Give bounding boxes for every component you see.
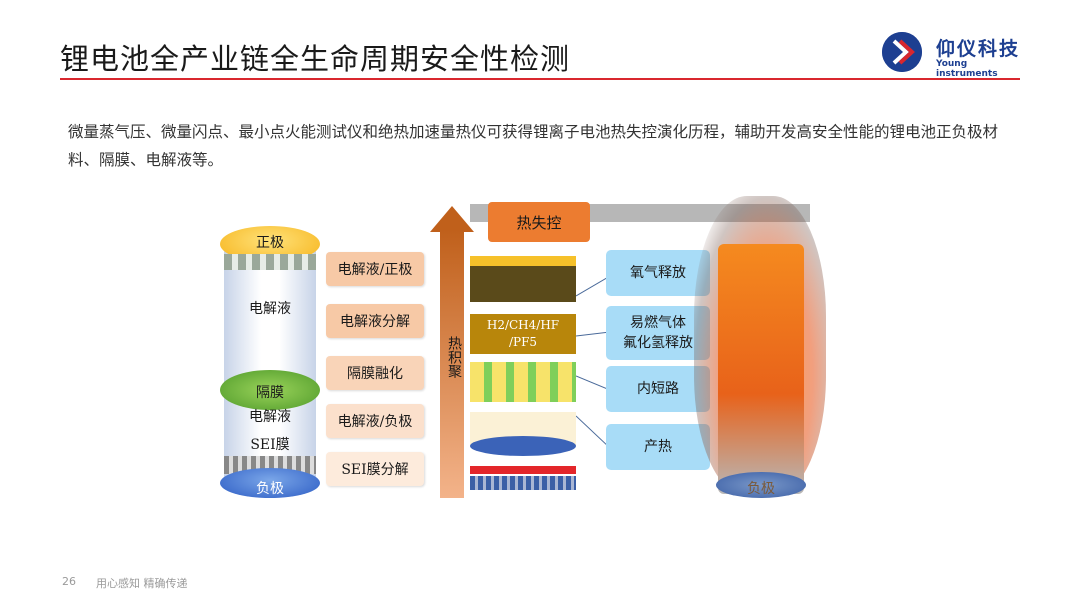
chem-formula-line2: /PF5 xyxy=(508,335,538,349)
page-number: 26 xyxy=(62,575,76,588)
burning-battery: 负极 xyxy=(694,196,826,514)
positive-electrode-teeth xyxy=(224,254,316,270)
result-flammable-gas-hf: 易燃气体 氟化氢释放 xyxy=(606,306,710,360)
stage-electrolyte-decomposition: 电解液分解 xyxy=(326,304,424,338)
negative-cap xyxy=(220,468,320,498)
label-positive: 正极 xyxy=(256,235,284,251)
stage-separator-melting: 隔膜融化 xyxy=(326,356,424,390)
separator-disc xyxy=(220,370,320,410)
fire-cylinder xyxy=(718,244,804,494)
label-separator: 隔膜 xyxy=(256,385,284,401)
layer-positive-electrode xyxy=(470,256,576,302)
result-internal-short: 内短路 xyxy=(606,366,710,412)
logo-chinese-name: 仰仪科技 xyxy=(936,38,1021,60)
fire-label-negative: 负极 xyxy=(747,481,775,497)
result-heat-generation: 产热 xyxy=(606,424,710,470)
chem-formula-line1: H2/CH4/HF xyxy=(486,318,560,332)
battery-cylinder: 正极 电解液 隔膜 电解液 SEI膜 负极 xyxy=(220,226,320,498)
layer-negative-particles xyxy=(470,476,576,490)
description-text: 微量蒸气压、微量闪点、最小点火能测试仪和绝热加速量热仪可获得锂离子电池热失控演化… xyxy=(68,123,999,169)
stage-sei-decomposition: SEI膜分解 xyxy=(326,452,424,486)
heat-accumulation-label: 热积聚 xyxy=(446,336,462,378)
footer-slogan: 用心感知 精确传递 xyxy=(96,577,188,590)
title-divider xyxy=(60,78,1020,80)
layer-separator xyxy=(470,362,576,402)
logo-mark-icon xyxy=(882,32,922,72)
thermal-runaway-box: 热失控 xyxy=(488,202,590,242)
stage-electrolyte-positive: 电解液/正极 xyxy=(326,252,424,286)
thermal-runaway-diagram: 正极 电解液 隔膜 电解液 SEI膜 负极 电解液/正极 电解液分解 隔膜融化 … xyxy=(216,196,826,514)
logo-english-name: Young instruments xyxy=(936,59,998,79)
heat-accumulation-arrow: 热积聚 xyxy=(430,206,474,498)
brand-logo: 仰仪科技 Young instruments xyxy=(882,32,1022,79)
layer-gas-chemicals: H2/CH4/HF /PF5 xyxy=(470,314,576,354)
label-sei: SEI膜 xyxy=(250,437,290,453)
label-electrolyte-bottom: 电解液 xyxy=(249,409,291,425)
page-title: 锂电池全产业链全生命周期安全性检测 xyxy=(60,42,571,76)
label-electrolyte-top: 电解液 xyxy=(249,301,291,317)
connector-lines xyxy=(576,275,610,449)
fire-negative-cap xyxy=(716,472,806,498)
label-negative: 负极 xyxy=(256,481,284,497)
layer-negative-disc xyxy=(470,436,576,456)
stage-electrolyte-negative: 电解液/负极 xyxy=(326,404,424,438)
layer-red-strip xyxy=(470,466,576,474)
battery-body xyxy=(224,238,316,480)
arrow-shaft xyxy=(440,230,464,498)
arrow-head-icon xyxy=(430,206,474,232)
result-oxygen-release: 氧气释放 xyxy=(606,250,710,296)
